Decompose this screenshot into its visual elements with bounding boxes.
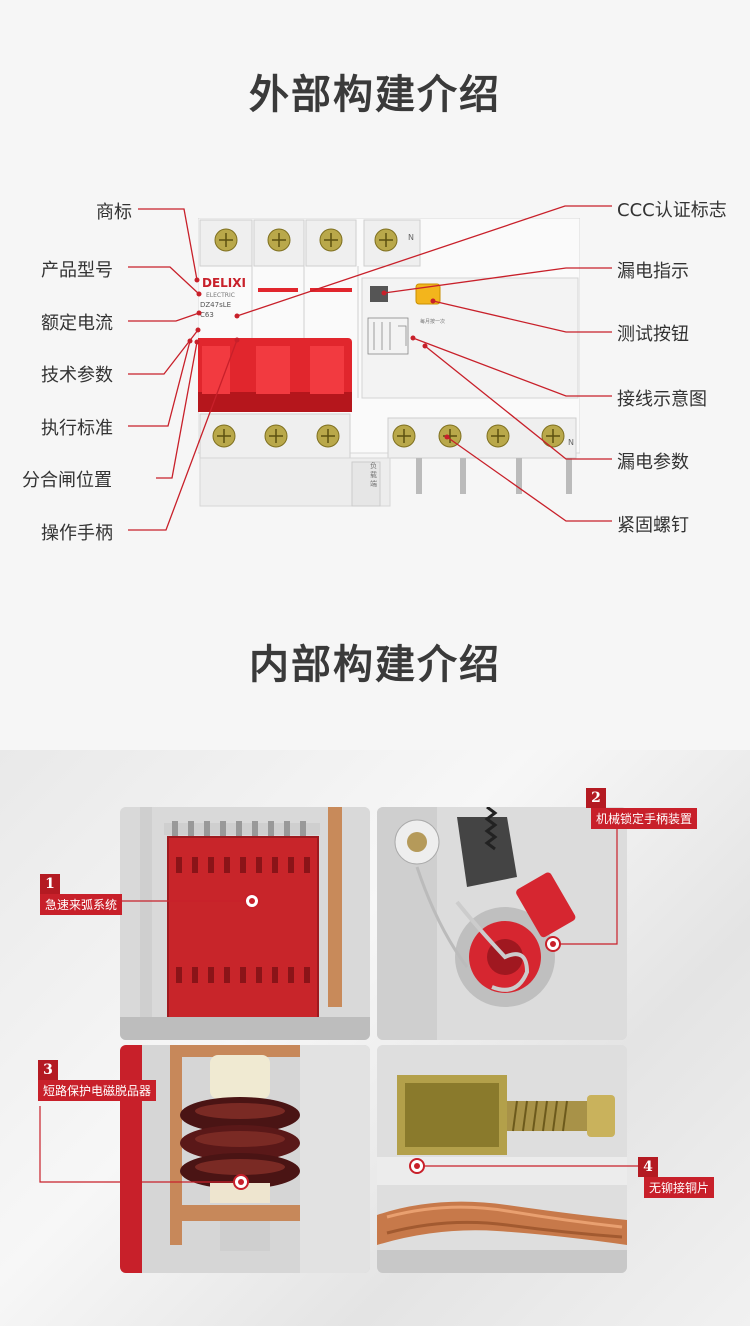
callout-3-label: 短路保护电磁脱品器 — [38, 1080, 157, 1101]
load-side-label: 负载端 — [370, 462, 377, 488]
callout-2: 2 机械锁定手柄装置 — [586, 788, 698, 829]
label-rated-current: 额定电流 — [41, 313, 113, 334]
callout-3: 3 短路保护电磁脱品器 — [38, 1060, 157, 1101]
internal-section: 1 急速来弧系统 2 机械锁定手柄装置 3 短路保护电磁脱品器 4 无铆接铜片 — [0, 750, 750, 1326]
callout-4: 4 无铆接铜片 — [638, 1157, 715, 1198]
label-screws: 紧固螺钉 — [617, 515, 689, 536]
label-standard: 执行标准 — [41, 418, 113, 439]
callout-1-label: 急速来弧系统 — [40, 894, 123, 915]
callout-lines — [39, 827, 647, 1190]
leader-lines — [128, 205, 612, 531]
section-title-external: 外部构建介绍 — [249, 72, 501, 118]
circuit-breaker-image — [198, 218, 580, 507]
callout-1: 1 急速来弧系统 — [40, 874, 123, 915]
brand-logo: DELIXI — [202, 276, 246, 290]
terminal-n-bottom: N — [568, 438, 574, 447]
photo-handle-lock — [377, 807, 627, 1040]
label-switch-position: 分合闸位置 — [22, 470, 112, 491]
label-ccc: CCC认证标志 — [617, 200, 727, 221]
brand-sub: ELECTRIC — [206, 292, 235, 299]
device-model: DZ47sLE — [200, 301, 232, 309]
callout-4-label: 无铆接铜片 — [644, 1177, 715, 1198]
label-leak-params: 漏电参数 — [617, 452, 689, 473]
photo-magnetic-trip — [120, 1045, 370, 1273]
callout-1-number: 1 — [40, 874, 60, 894]
label-wiring-diagram: 接线示意图 — [617, 389, 707, 410]
callout-4-number: 4 — [638, 1157, 658, 1177]
callout-2-number: 2 — [586, 788, 606, 808]
section-title-internal: 内部构建介绍 — [249, 642, 501, 688]
label-leak-indicator: 漏电指示 — [617, 261, 689, 282]
label-tech-params: 技术参数 — [41, 365, 113, 386]
device-rating: C63 — [200, 311, 214, 319]
photo-copper-braid — [377, 1045, 627, 1273]
terminal-n-top: N — [408, 233, 414, 242]
top-screw-icons — [214, 228, 398, 252]
external-section: 外部构建介绍 商标 产品型号 额定电流 技术参数 执行标准 分合闸位置 操作手柄… — [22, 72, 727, 688]
label-model: 产品型号 — [41, 260, 113, 281]
photo-arc-chute — [120, 807, 370, 1040]
test-note: 每月按一次 — [420, 319, 446, 325]
label-trademark: 商标 — [96, 202, 132, 223]
callout-2-label: 机械锁定手柄装置 — [591, 808, 698, 829]
label-handle: 操作手柄 — [41, 523, 113, 544]
callout-3-number: 3 — [38, 1060, 58, 1080]
label-test-button: 测试按钮 — [617, 324, 689, 345]
